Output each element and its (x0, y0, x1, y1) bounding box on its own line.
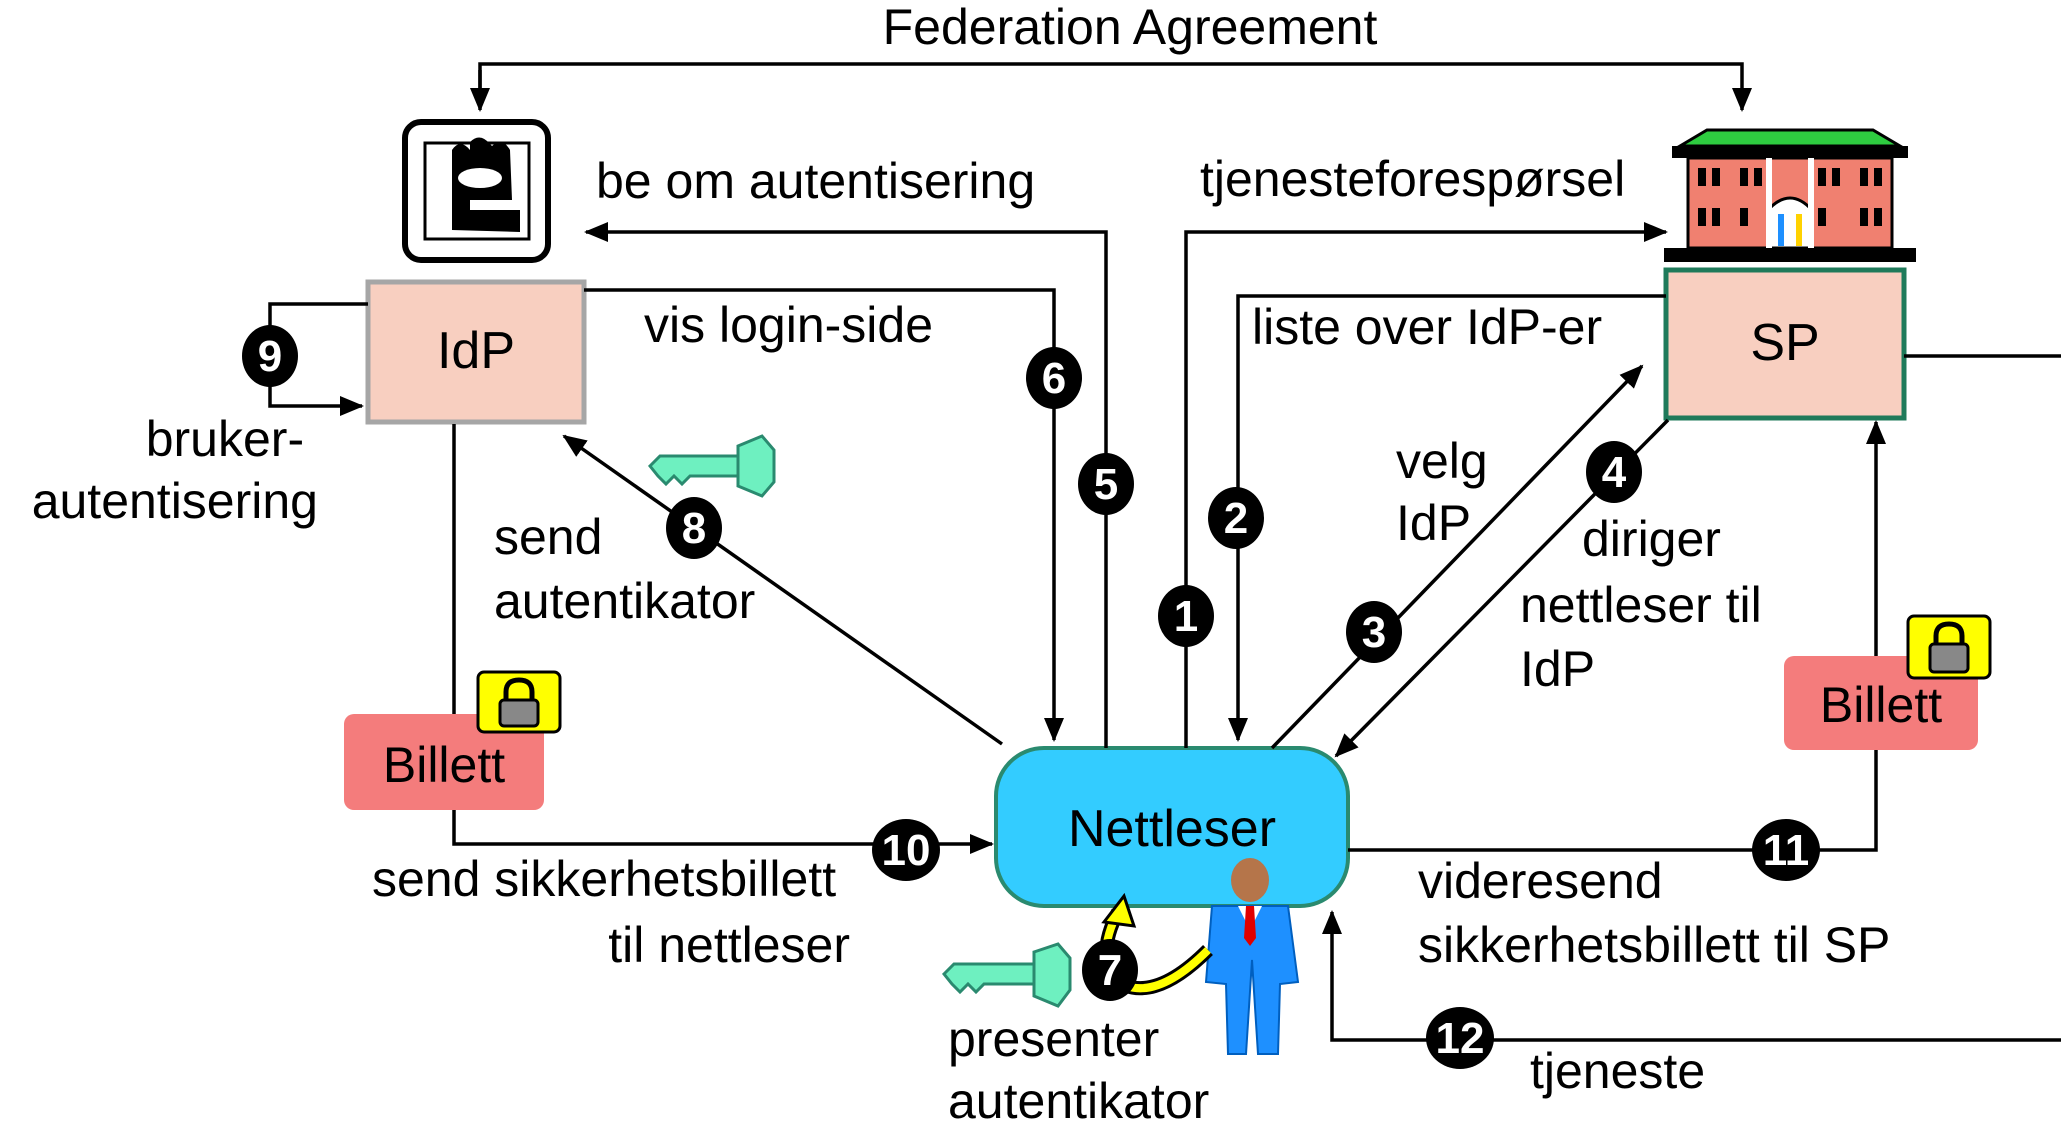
step8-label-line: send (494, 509, 602, 565)
step-badge-number: 1 (1174, 592, 1198, 641)
step6-label: vis login-side (644, 297, 933, 353)
step3-label-line: IdP (1396, 495, 1471, 551)
step10-label-line: til nettleser (608, 917, 850, 973)
step-badge-number: 4 (1602, 448, 1627, 497)
step-badge-circle (242, 325, 298, 387)
step-badge-number: 11 (1763, 826, 1810, 875)
step3-label: velg IdP (1396, 433, 1502, 551)
step12-label: tjeneste (1530, 1043, 1705, 1099)
step10-label: send sikkerhetsbillett til nettleser (372, 851, 850, 973)
step10-arrow (452, 424, 994, 854)
step2-arrow (1228, 294, 1666, 742)
step-badge-number: 5 (1094, 460, 1118, 509)
step3-arrow (1270, 364, 1644, 750)
step-badge-number: 12 (1436, 1014, 1485, 1063)
federation-line (478, 62, 1752, 112)
step-badge-1: 1 (1158, 585, 1214, 647)
step-badge-circle (666, 497, 722, 559)
step7-label-line: presenter (948, 1011, 1159, 1067)
step4-label-line: diriger (1582, 511, 1721, 567)
lock-icon (1906, 614, 1992, 680)
step9-label: bruker- autentisering (32, 411, 318, 529)
step-badge-circle (1158, 585, 1214, 647)
sp-label: SP (1750, 314, 1819, 372)
step-badge-4: 4 (1586, 441, 1642, 503)
key-icon (647, 434, 776, 498)
step11-label-line: videresend (1418, 853, 1663, 909)
step-badge-number: 8 (682, 504, 706, 553)
step5-label: be om autentisering (596, 153, 1035, 209)
step-badge-10: 10 (872, 819, 940, 881)
step2-label: liste over IdP-er (1252, 299, 1602, 355)
step9-label-line: autentisering (32, 473, 318, 529)
step7-label-line: autentikator (948, 1073, 1209, 1122)
step4-label-line: nettleser til (1520, 577, 1762, 633)
step-badge-9: 9 (242, 325, 298, 387)
step-badge-number: 9 (258, 332, 282, 381)
diagram-title: Federation Agreement (883, 0, 1378, 55)
key-icon (941, 942, 1072, 1008)
step6-arrow (584, 288, 1064, 742)
step-badge-number: 10 (882, 826, 931, 875)
step12-arrow (1322, 910, 2061, 1042)
idp-box[interactable] (365, 279, 587, 425)
step11-label-line: sikkerhetsbillett til SP (1418, 917, 1890, 973)
step-badge-circle (1346, 601, 1402, 663)
step-badge-circle (872, 819, 940, 881)
ticket-left-label: Billett (383, 737, 505, 793)
step-badge-7: 7 (1082, 939, 1138, 1001)
sp-box[interactable] (1663, 267, 1907, 421)
hand-scanner-icon (402, 119, 551, 263)
step-badge-number: 3 (1362, 608, 1386, 657)
step-badge-circle (1078, 453, 1134, 515)
step-badge-circle (1426, 1007, 1494, 1069)
step-badge-8: 8 (666, 497, 722, 559)
step5-arrow (584, 222, 1108, 748)
step7-arrowhead (1101, 892, 1137, 928)
step7-label: presenter autentikator (948, 1011, 1209, 1122)
step8-label-line: autentikator (494, 573, 755, 629)
step1-label: tjenesteforespørsel (1200, 151, 1625, 207)
lock-icon (476, 670, 562, 734)
person-icon (1204, 858, 1300, 1055)
step4-label: diriger nettleser til IdP (1520, 511, 1776, 697)
step9-label-line: bruker- (146, 411, 304, 467)
step-badge-circle (1586, 441, 1642, 503)
step-badge-12: 12 (1426, 1007, 1494, 1069)
idp-label: IdP (437, 322, 515, 380)
step11-arrow (1348, 420, 1886, 852)
step10-label-line: send sikkerhetsbillett (372, 851, 836, 907)
step-badge-2: 2 (1208, 487, 1264, 549)
step-badge-11: 11 (1752, 819, 1820, 881)
step-badge-circle (1082, 939, 1138, 1001)
step-badge-5: 5 (1078, 453, 1134, 515)
browser-label: Nettleser (1068, 800, 1276, 858)
step-badge-circle (1752, 819, 1820, 881)
ticket-right-label: Billett (1820, 677, 1942, 733)
step1-arrow (1184, 222, 1668, 748)
step4-label-line: IdP (1520, 641, 1595, 697)
step11-label: videresend sikkerhetsbillett til SP (1418, 853, 1890, 973)
step-badge-number: 7 (1098, 946, 1122, 995)
step-badge-3: 3 (1346, 601, 1402, 663)
step-badge-circle (1208, 487, 1264, 549)
step-badge-number: 2 (1224, 494, 1248, 543)
step-badge-number: 6 (1042, 354, 1066, 403)
building-icon (1664, 128, 1916, 262)
step8-arrow (562, 434, 1004, 746)
ticket-left: Billett (344, 714, 544, 810)
step-badge-6: 6 (1026, 347, 1082, 409)
step-badge-circle (1026, 347, 1082, 409)
step3-label-line: velg (1396, 433, 1488, 489)
step8-label: send autentikator (494, 509, 755, 629)
